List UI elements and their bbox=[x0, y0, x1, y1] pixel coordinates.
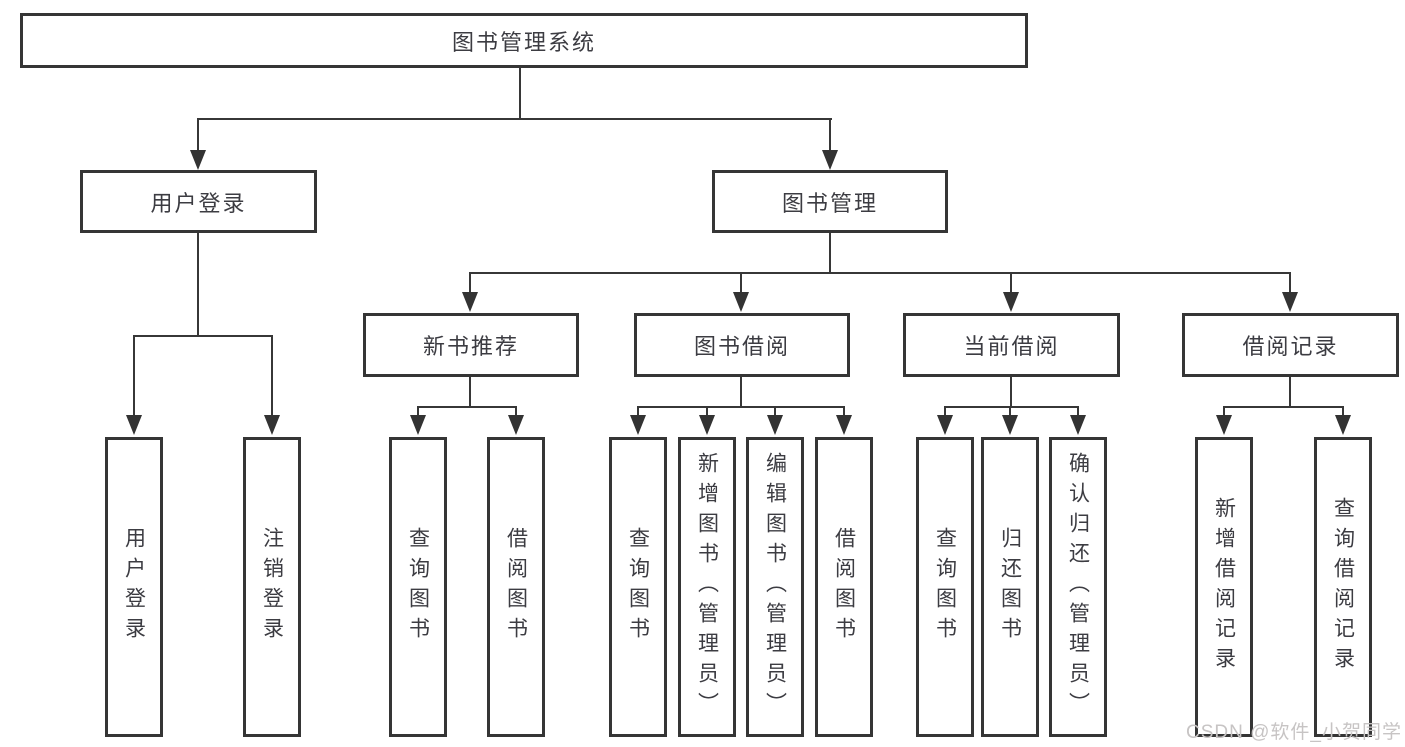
leaf-user-login: 用户登录 bbox=[105, 437, 163, 737]
connector-borrow-records-bar bbox=[1223, 406, 1343, 408]
leaf-borrow-books: 借阅图书 bbox=[815, 437, 873, 737]
node-user-login: 用户登录 bbox=[80, 170, 317, 233]
arrow-down-icon bbox=[699, 415, 715, 435]
connector-drop bbox=[1009, 406, 1011, 415]
arrow-down-icon bbox=[508, 415, 524, 435]
leaf-return-books: 归还图书 bbox=[981, 437, 1039, 737]
leaf-label: 归还图书 bbox=[998, 527, 1022, 647]
leaf-label: 注销登录 bbox=[260, 527, 284, 647]
leaf-confirm-return-admin: 确认归还（管理员） bbox=[1049, 437, 1107, 737]
leaf-label: 编辑图书（管理员） bbox=[763, 452, 787, 722]
arrow-down-icon bbox=[190, 150, 206, 170]
connector-book-borrow-bar bbox=[637, 406, 844, 408]
connector-user-login-stem bbox=[197, 233, 199, 335]
node-label: 新书推荐 bbox=[422, 334, 519, 359]
arrow-down-icon bbox=[1216, 415, 1232, 435]
connector-new-book-stem bbox=[469, 377, 471, 406]
arrow-down-icon bbox=[264, 415, 280, 435]
connector-root-stem bbox=[519, 68, 521, 118]
leaf-query-books-recommend: 查询图书 bbox=[389, 437, 447, 737]
arrow-down-icon bbox=[1002, 415, 1018, 435]
node-new-book-recommend: 新书推荐 bbox=[363, 313, 579, 377]
node-label: 图书借阅 bbox=[693, 334, 790, 359]
leaf-label: 查询图书 bbox=[626, 527, 650, 647]
node-label: 图书管理系统 bbox=[451, 29, 596, 55]
connector-drop bbox=[1342, 406, 1344, 415]
node-book-management: 图书管理 bbox=[712, 170, 948, 233]
leaf-label: 借阅图书 bbox=[832, 527, 856, 647]
connector-drop-new-book bbox=[469, 272, 471, 292]
connector-book-borrow-stem bbox=[740, 377, 742, 406]
connector-drop-book-management bbox=[829, 118, 831, 152]
leaf-label: 新增图书（管理员） bbox=[695, 452, 719, 722]
connector-drop bbox=[417, 406, 419, 415]
arrow-down-icon bbox=[1282, 292, 1298, 312]
connector-drop-leaf-logout bbox=[271, 335, 273, 415]
leaf-label: 借阅图书 bbox=[504, 527, 528, 647]
arrow-down-icon bbox=[630, 415, 646, 435]
arrow-down-icon bbox=[937, 415, 953, 435]
leaf-label: 查询借阅记录 bbox=[1331, 497, 1355, 677]
node-label: 借阅记录 bbox=[1242, 334, 1339, 359]
leaf-label: 查询图书 bbox=[933, 527, 957, 647]
connector-drop bbox=[637, 406, 639, 415]
leaf-query-books-borrow: 查询图书 bbox=[609, 437, 667, 737]
connector-level3-bar bbox=[469, 272, 1291, 274]
connector-new-book-bar bbox=[417, 406, 517, 408]
leaf-add-borrow-record: 新增借阅记录 bbox=[1195, 437, 1253, 737]
arrow-down-icon bbox=[1003, 292, 1019, 312]
connector-drop bbox=[706, 406, 708, 415]
node-label: 图书管理 bbox=[781, 190, 878, 216]
connector-user-login-bar bbox=[133, 335, 273, 337]
connector-drop-book-borrow bbox=[740, 272, 742, 292]
connector-borrow-records-stem bbox=[1289, 377, 1291, 406]
connector-drop bbox=[515, 406, 517, 415]
arrow-down-icon bbox=[462, 292, 478, 312]
leaf-label: 确认归还（管理员） bbox=[1066, 452, 1090, 722]
csdn-watermark: CSDN @软件_小贺同学 bbox=[1186, 722, 1402, 743]
leaf-label: 查询图书 bbox=[406, 527, 430, 647]
leaf-add-books-admin: 新增图书（管理员） bbox=[678, 437, 736, 737]
connector-drop bbox=[843, 406, 845, 415]
node-borrow-records: 借阅记录 bbox=[1182, 313, 1399, 377]
node-library-management-system: 图书管理系统 bbox=[20, 13, 1028, 68]
connector-drop-leaf-login bbox=[133, 335, 135, 415]
arrow-down-icon bbox=[733, 292, 749, 312]
arrow-down-icon bbox=[126, 415, 142, 435]
node-label: 用户登录 bbox=[150, 190, 247, 216]
leaf-logout-login: 注销登录 bbox=[243, 437, 301, 737]
leaf-query-borrow-record: 查询借阅记录 bbox=[1314, 437, 1372, 737]
connector-drop bbox=[944, 406, 946, 415]
arrow-down-icon bbox=[836, 415, 852, 435]
leaf-query-books-current: 查询图书 bbox=[916, 437, 974, 737]
node-label: 当前借阅 bbox=[963, 334, 1060, 359]
connector-current-borrow-bar bbox=[944, 406, 1079, 408]
connector-drop-borrow-record bbox=[1289, 272, 1291, 292]
node-book-borrow: 图书借阅 bbox=[634, 313, 850, 377]
leaf-label: 新增借阅记录 bbox=[1212, 497, 1236, 677]
connector-book-management-stem bbox=[829, 233, 831, 272]
arrow-down-icon bbox=[767, 415, 783, 435]
connector-drop bbox=[1223, 406, 1225, 415]
arrow-down-icon bbox=[410, 415, 426, 435]
node-current-borrow: 当前借阅 bbox=[903, 313, 1120, 377]
connector-drop-user-login bbox=[197, 118, 199, 152]
connector-current-borrow-stem bbox=[1010, 377, 1012, 406]
arrow-down-icon bbox=[1335, 415, 1351, 435]
connector-drop bbox=[774, 406, 776, 415]
connector-drop bbox=[1077, 406, 1079, 415]
leaf-edit-books-admin: 编辑图书（管理员） bbox=[746, 437, 804, 737]
leaf-label: 用户登录 bbox=[122, 527, 146, 647]
connector-root-bar bbox=[197, 118, 832, 120]
connector-drop-current-borrow bbox=[1010, 272, 1012, 292]
arrow-down-icon bbox=[1070, 415, 1086, 435]
arrow-down-icon bbox=[822, 150, 838, 170]
leaf-borrow-books-recommend: 借阅图书 bbox=[487, 437, 545, 737]
